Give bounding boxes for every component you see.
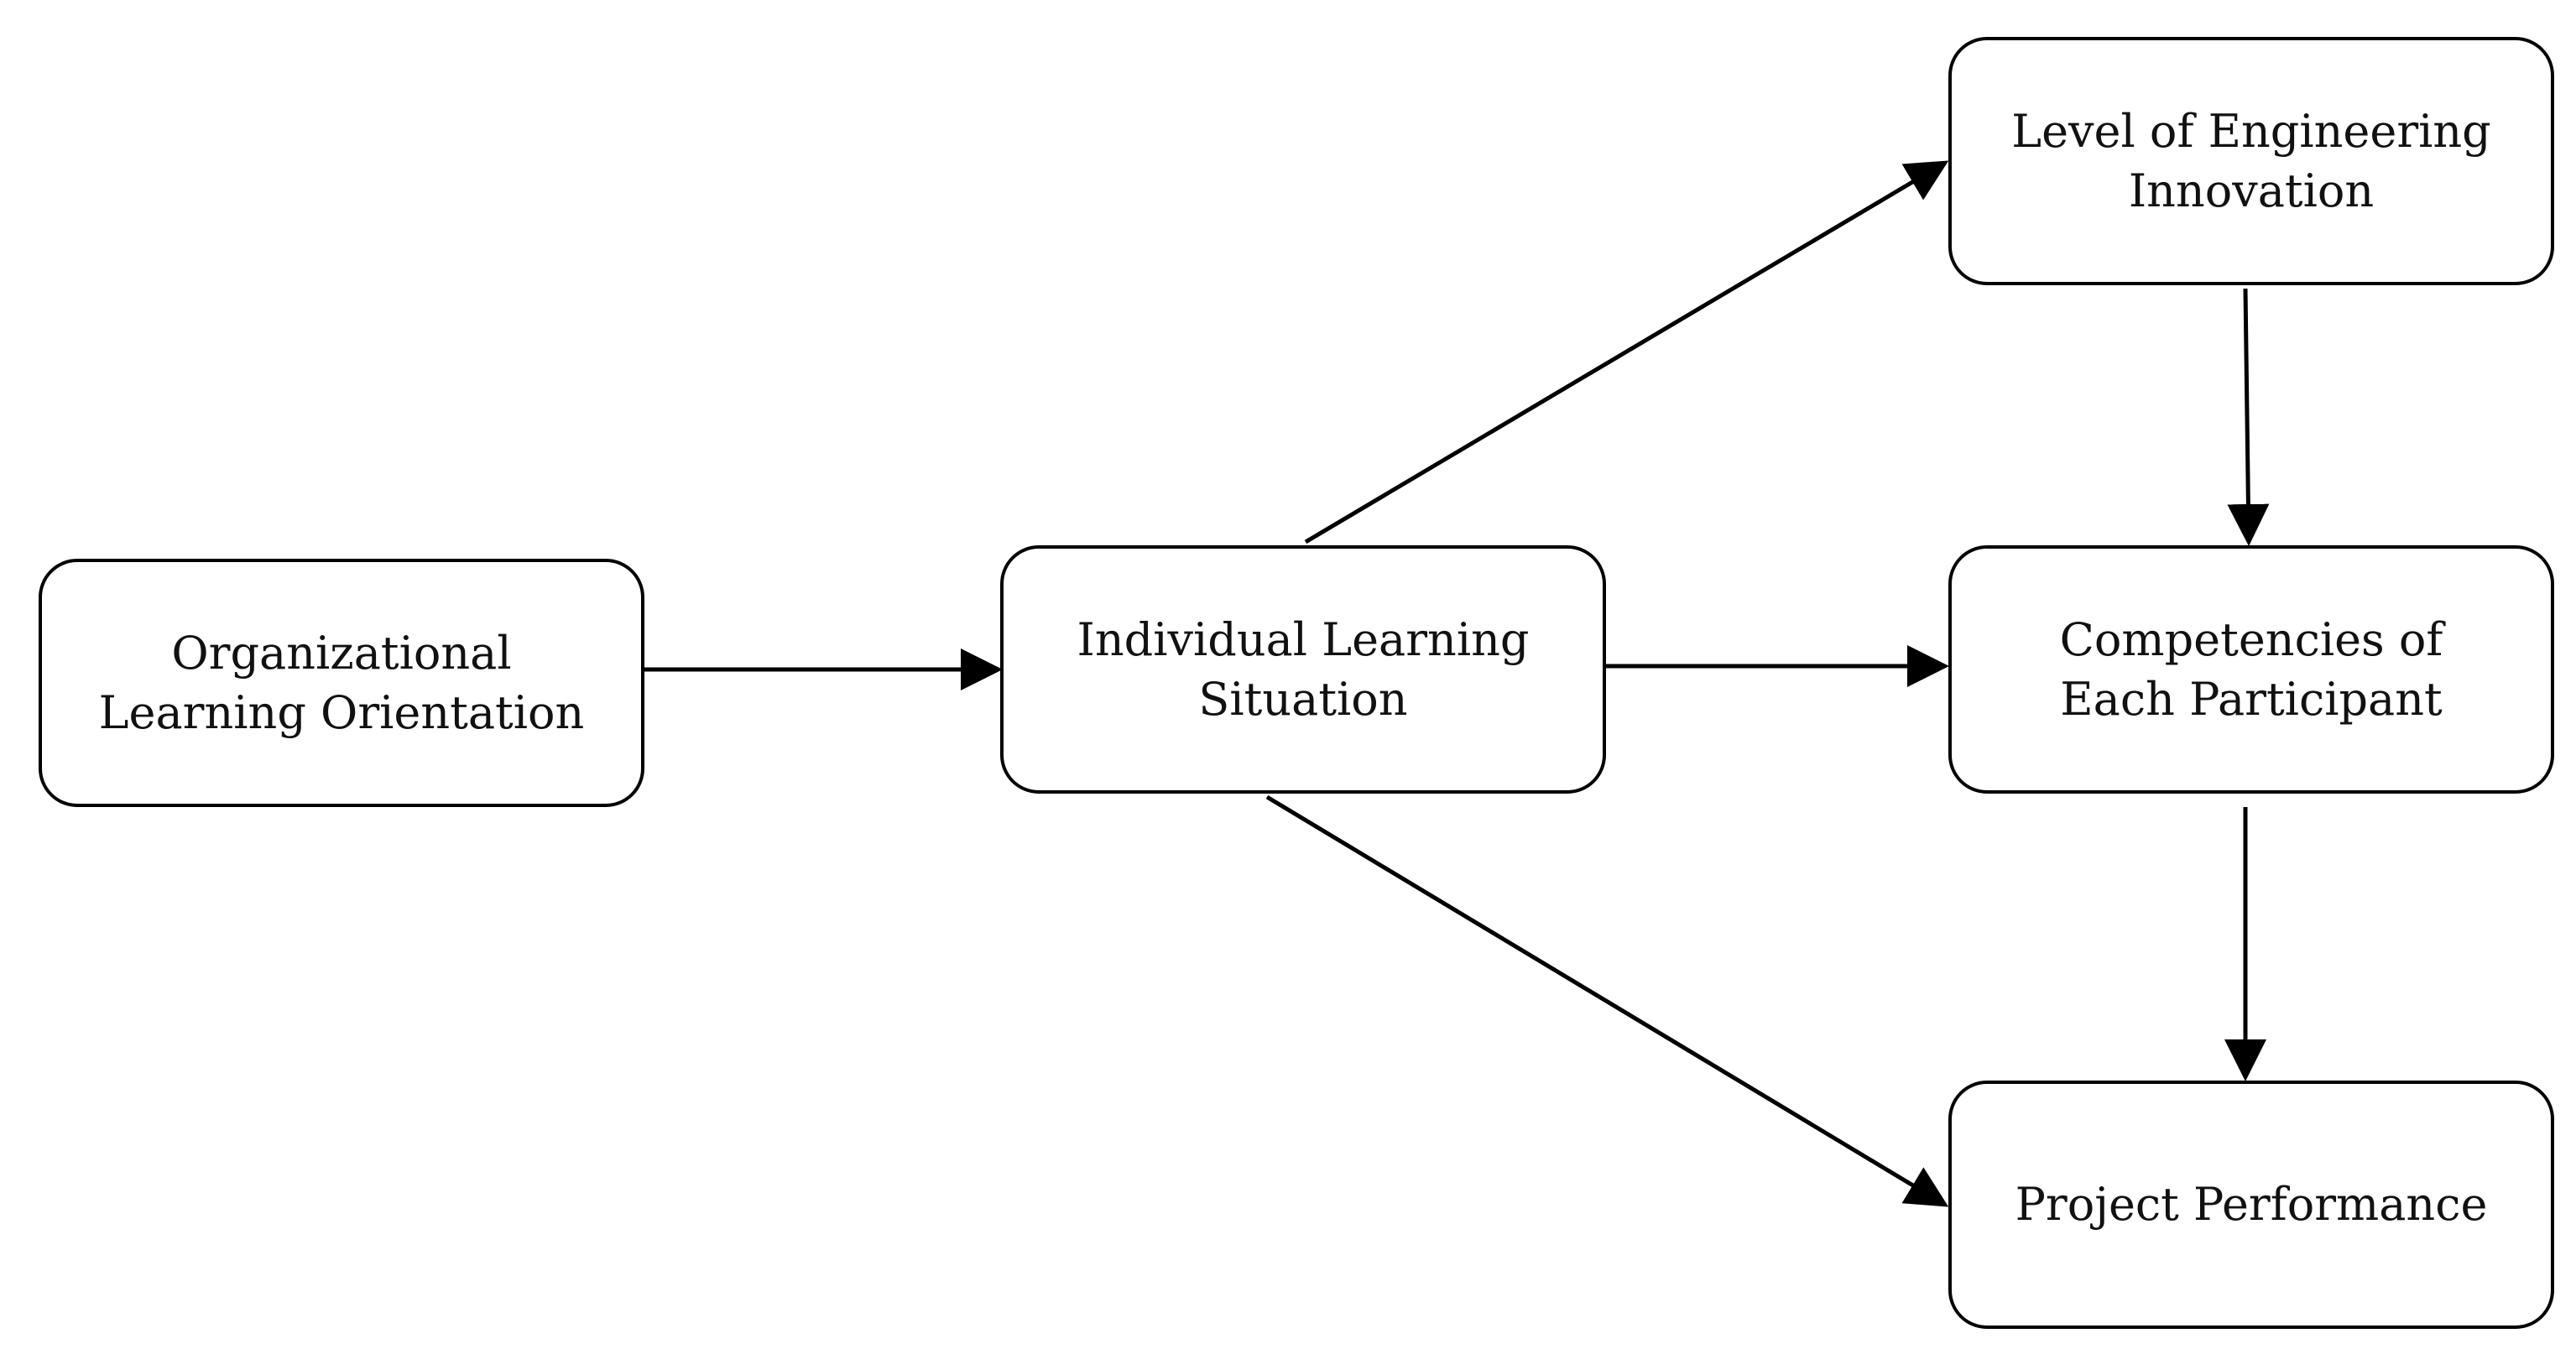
- node-competencies-of-each-participant: Competencies of Each Participant: [1948, 545, 2554, 794]
- node-label: Individual Learning Situation: [1077, 610, 1530, 730]
- node-label-line: Project Performance: [2015, 1178, 2488, 1232]
- node-level-of-engineering-innovation: Level of Engineering Innovation: [1948, 37, 2554, 285]
- node-label-line: Innovation: [2128, 164, 2375, 217]
- node-label: Level of Engineering Innovation: [2011, 102, 2491, 221]
- node-label-line: Learning Orientation: [98, 686, 585, 739]
- node-project-performance: Project Performance: [1948, 1081, 2554, 1329]
- node-label: Competencies of Each Participant: [2060, 610, 2443, 730]
- node-label: Organizational Learning Orientation: [99, 623, 585, 743]
- node-label-line: Individual Learning: [1077, 612, 1530, 666]
- node-label: Project Performance: [2015, 1175, 2488, 1234]
- node-individual-learning-situation: Individual Learning Situation: [1000, 545, 1606, 794]
- node-label-line: Level of Engineering: [2011, 104, 2491, 158]
- node-label-line: Competencies of: [2059, 612, 2443, 666]
- arrow-individual-to-project: [1265, 794, 1949, 1207]
- arrow-engineering-to-competencies: [2227, 288, 2270, 546]
- arrow-individual-to-engineering: [1304, 160, 1949, 544]
- node-label-line: Situation: [1198, 673, 1408, 726]
- node-label-line: Organizational: [171, 626, 512, 680]
- node-label-line: Each Participant: [2060, 673, 2443, 726]
- node-organizational-learning-orientation: Organizational Learning Orientation: [39, 559, 644, 807]
